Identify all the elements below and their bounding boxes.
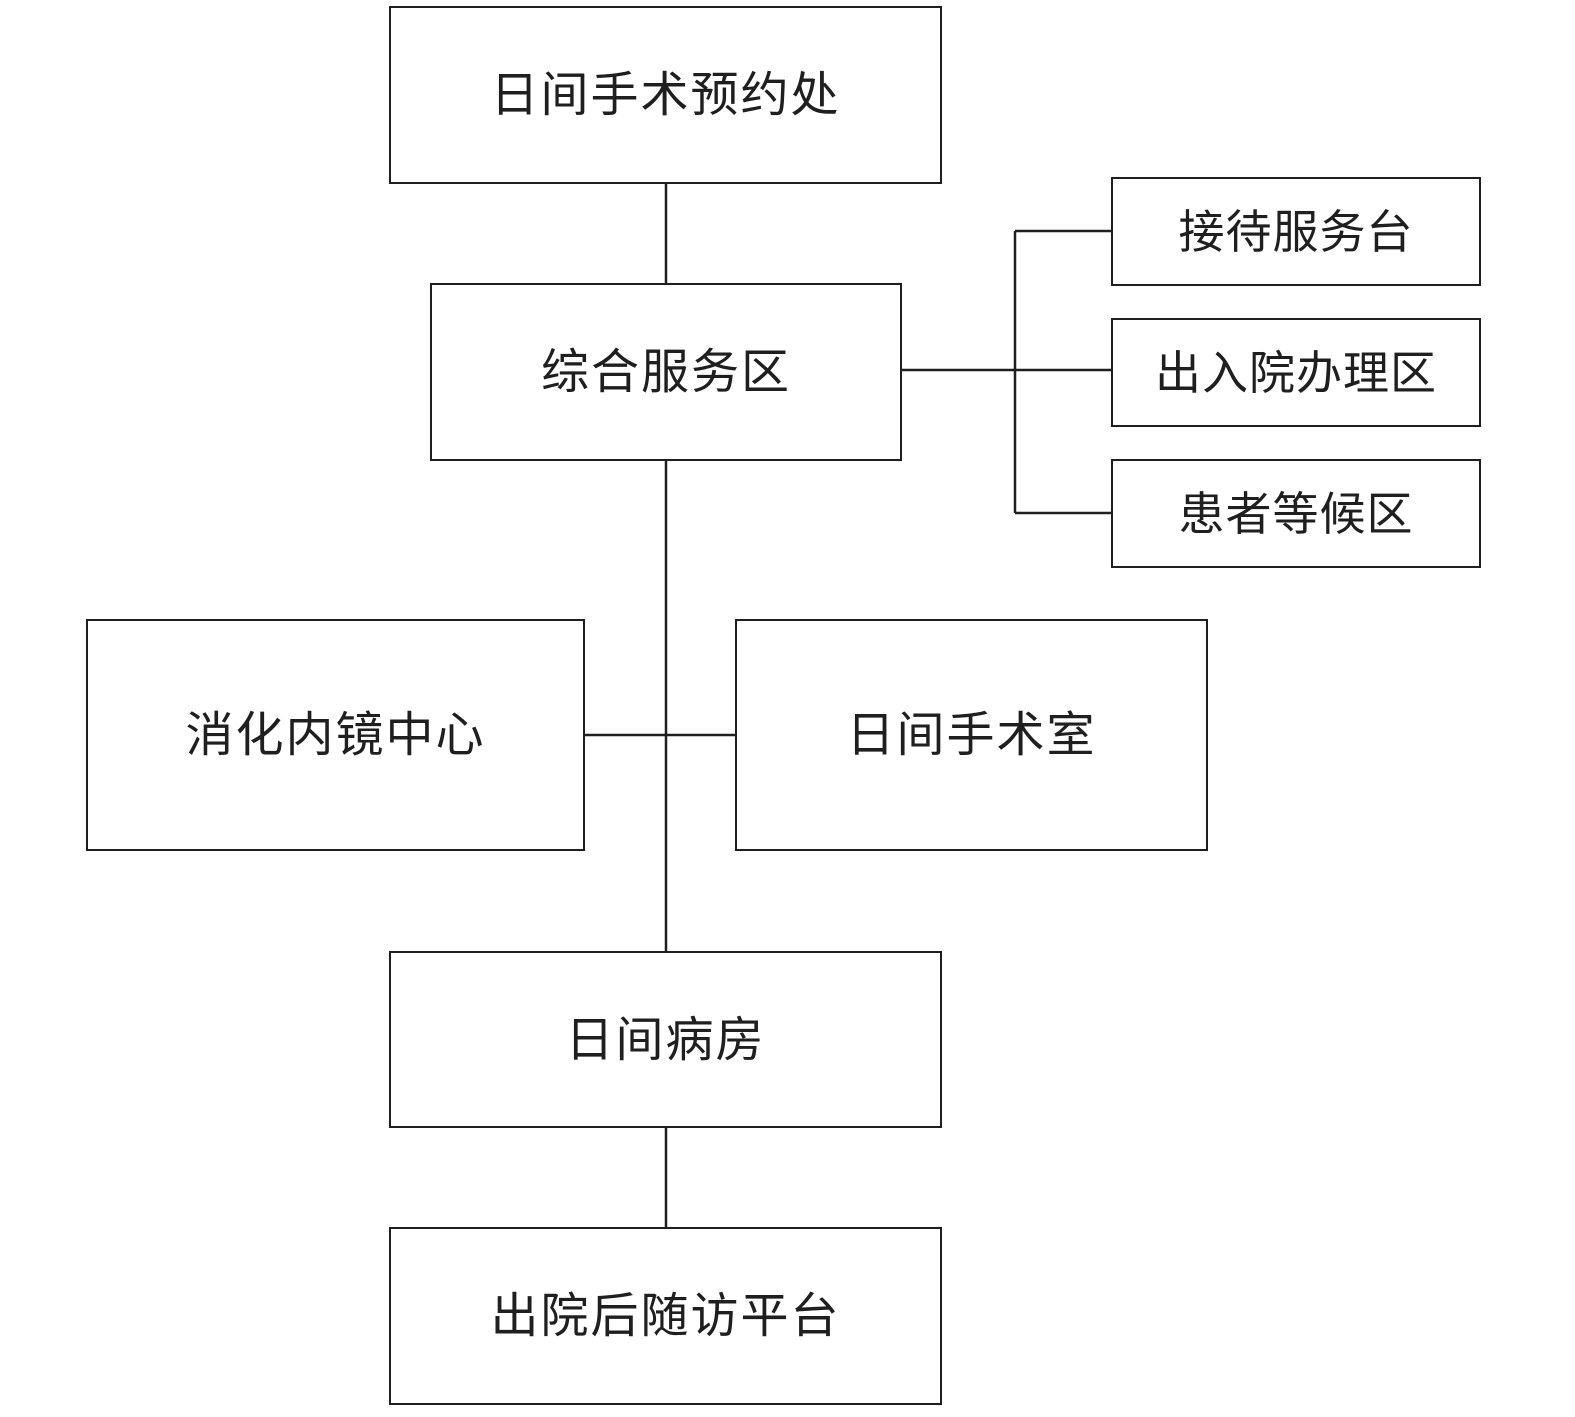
node-label: 患者等候区 [1178, 486, 1414, 541]
node-waiting-area: 患者等候区 [1111, 459, 1481, 568]
node-surgery-room: 日间手术室 [735, 619, 1208, 851]
node-label: 日间手术室 [846, 707, 1097, 763]
node-label: 出入院办理区 [1155, 345, 1437, 400]
node-service-area: 综合服务区 [430, 283, 902, 461]
node-day-surgery-appointment: 日间手术预约处 [389, 6, 942, 184]
node-endoscopy-center: 消化内镜中心 [86, 619, 585, 851]
node-followup-platform: 出院后随访平台 [389, 1227, 942, 1405]
node-label: 出院后随访平台 [490, 1288, 841, 1344]
node-reception-desk: 接待服务台 [1111, 177, 1481, 286]
node-label: 日间病房 [565, 1011, 766, 1068]
node-admission-discharge: 出入院办理区 [1111, 318, 1481, 427]
node-day-ward: 日间病房 [389, 951, 942, 1128]
node-label: 日间手术预约处 [490, 67, 841, 123]
node-label: 消化内镜中心 [185, 707, 486, 763]
node-label: 接待服务台 [1178, 204, 1414, 259]
node-label: 综合服务区 [540, 344, 791, 400]
